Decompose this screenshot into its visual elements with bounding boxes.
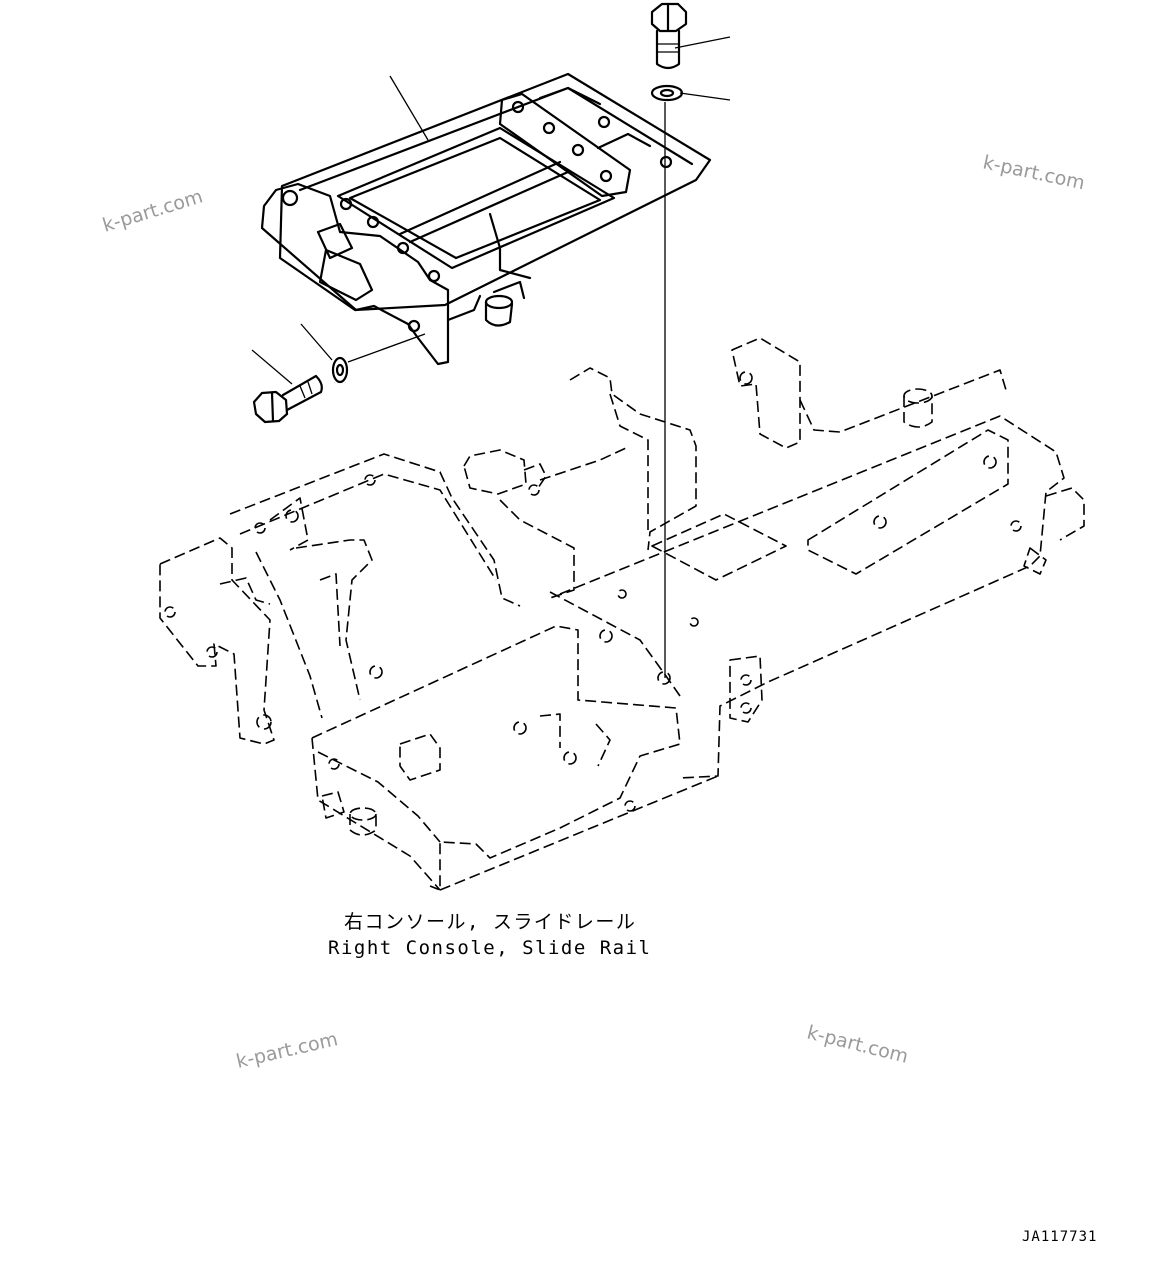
caption-english: Right Console, Slide Rail <box>328 937 651 959</box>
slide-rail-assembly <box>260 72 712 366</box>
side-washer-icon <box>331 356 349 384</box>
watermark-bottom-left: k-part.com <box>234 1028 340 1073</box>
watermark-bottom-right: k-part.com <box>805 1022 911 1068</box>
watermark-top-left: k-part.com <box>100 185 205 236</box>
console-frame <box>159 337 1085 891</box>
drawing-code: JA117731 <box>1022 1229 1097 1245</box>
leader-lines <box>251 36 731 678</box>
bolt-icon <box>650 2 688 70</box>
caption-japanese: 右コンソール, スライドレール <box>344 911 636 933</box>
side-bolt-icon <box>252 374 323 424</box>
watermark-top-right: k-part.com <box>981 151 1087 194</box>
washer-icon <box>650 84 684 102</box>
